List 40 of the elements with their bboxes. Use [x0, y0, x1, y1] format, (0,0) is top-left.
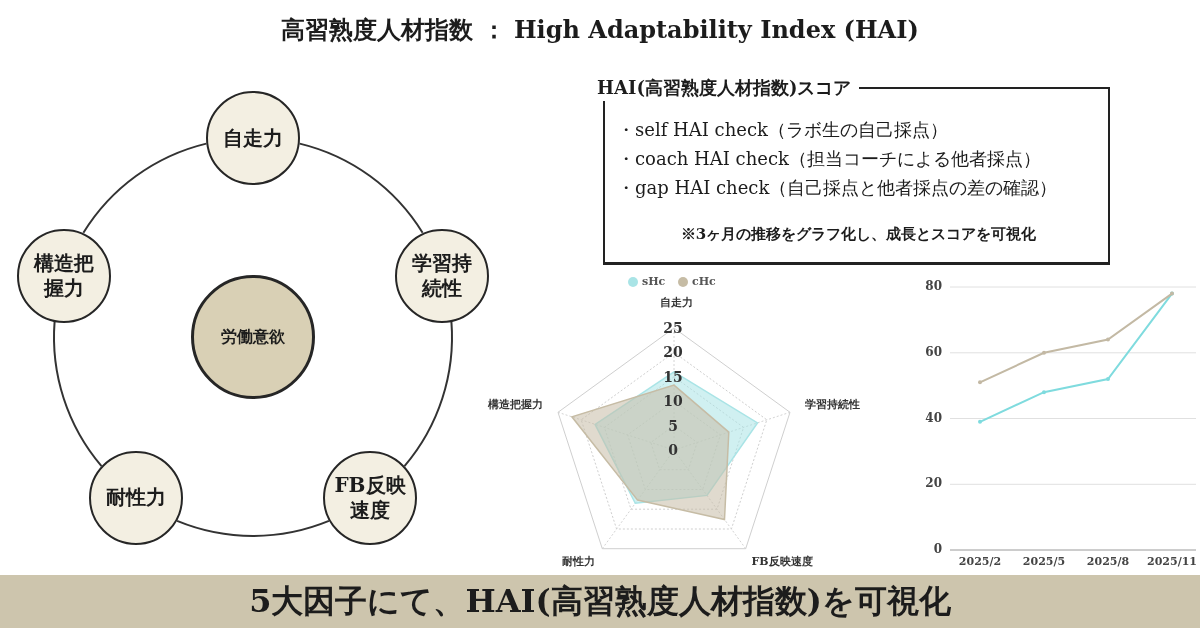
- tick-label: 25: [663, 319, 683, 337]
- factor-label: 耐性力: [106, 485, 166, 511]
- factor-label: 構造把握力: [32, 250, 95, 301]
- connector-arc: [403, 320, 453, 468]
- connector-arc: [298, 142, 424, 234]
- factor-label: FB反映速度: [333, 473, 407, 523]
- legend-label: sHc: [642, 275, 666, 289]
- page-title: 高習熟度人材指数 ： High Adaptability Index (HAI): [281, 14, 919, 46]
- tick-label: 80: [925, 280, 942, 294]
- tick-label: 15: [663, 368, 683, 386]
- connector-arc: [82, 142, 208, 234]
- tick-label: 20: [663, 343, 683, 361]
- caption-text: 5大因子にて、HAI(高習熟度人材指数)を可視化: [249, 581, 951, 622]
- axis-label: 学習持続性: [804, 398, 860, 412]
- axis-label: 構造把握力: [487, 398, 543, 412]
- category-label: 2025/2: [958, 555, 1002, 569]
- tick-label: 60: [925, 345, 942, 360]
- list-item: ・self HAI check（ラボ生の自己採点）: [617, 118, 948, 142]
- category-label: 2025/11: [1147, 555, 1197, 569]
- box-heading: HAI(高習熟度人材指数)スコア: [595, 75, 860, 101]
- factor-label: 学習持続性: [411, 250, 474, 301]
- list-item: ・coach HAI check（担当コーチによる他者採点）: [617, 147, 1041, 171]
- axis-label: FB反映速度: [751, 555, 813, 569]
- tick-label: 5: [668, 417, 678, 435]
- tick-label: 40: [925, 411, 942, 426]
- category-label: 2025/8: [1086, 555, 1130, 569]
- category-label: 2025/5: [1022, 555, 1066, 569]
- center-label: 労働意欲: [221, 327, 285, 347]
- connector-arc: [176, 519, 330, 537]
- axis-label: 耐性力: [561, 555, 595, 569]
- tick-label: 0: [933, 543, 942, 557]
- tick-label: 0: [668, 441, 678, 459]
- connector-arc: [53, 320, 103, 468]
- tick-label: 10: [663, 392, 683, 410]
- list-item: ・gap HAI check（自己採点と他者採点の差の確認）: [617, 176, 1058, 200]
- axis-label: 自走力: [659, 296, 693, 310]
- note-text: ※3ヶ月の推移をグラフ化し、成長とスコアを可視化: [680, 224, 1037, 245]
- tick-label: 20: [925, 477, 942, 492]
- legend-label: cHc: [692, 275, 716, 289]
- factor-label: 自走力: [223, 125, 283, 151]
